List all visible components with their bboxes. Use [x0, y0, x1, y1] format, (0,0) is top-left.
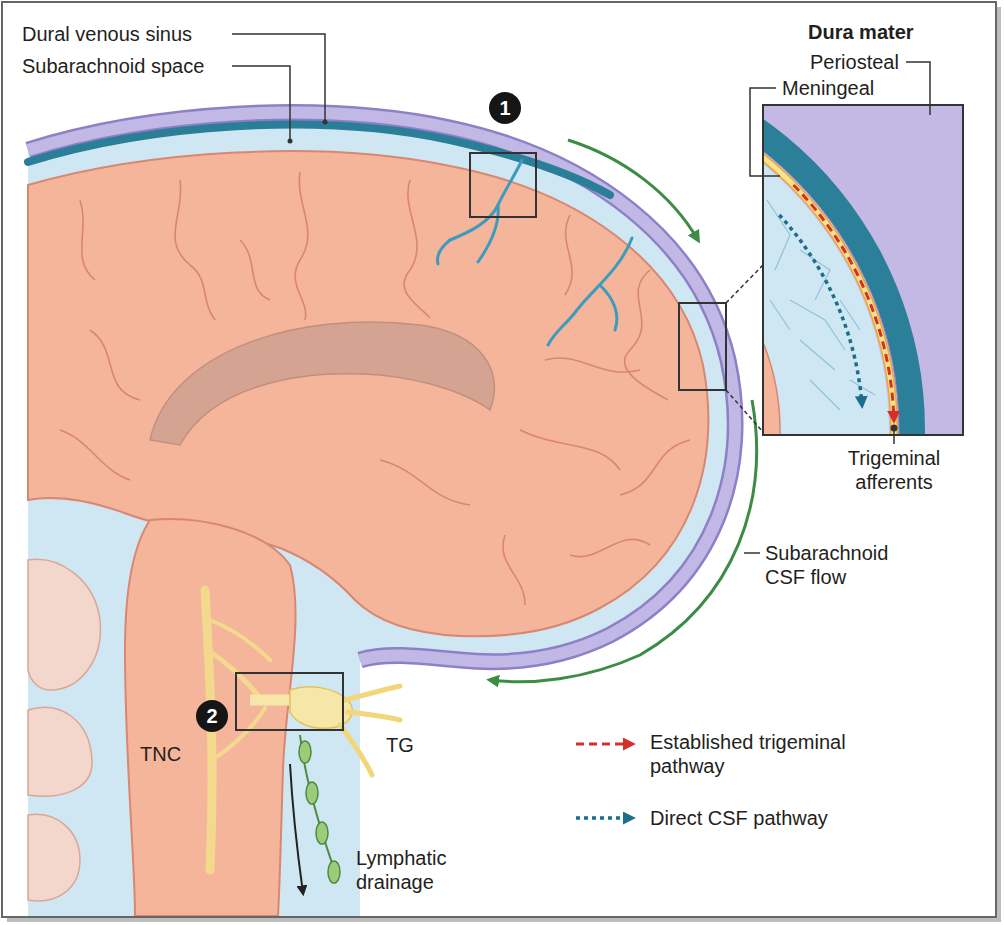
part-label: Trigeminal afferents: [828, 446, 960, 494]
lymph-node: [299, 741, 311, 763]
sulcus: [565, 215, 572, 295]
sulcus: [570, 539, 650, 556]
trigeminal-afferent: [763, 105, 894, 435]
trigeminal-root: [250, 695, 292, 706]
leader-line: [906, 62, 930, 115]
sulcus: [380, 460, 470, 505]
cerebellum-lobe: [28, 707, 92, 796]
dura-inset: [763, 105, 963, 435]
corpus-callosum: [150, 322, 494, 445]
trabecula: [790, 300, 845, 350]
lymphatic-vessel: [300, 735, 338, 880]
callout-text: 1: [499, 97, 510, 119]
frame-ground: [2, 2, 996, 917]
leader-line: [232, 34, 325, 122]
part-label: TG: [386, 733, 414, 757]
inset-frame: [763, 105, 963, 435]
lymph-node: [306, 782, 318, 804]
trigeminal-branches: [340, 686, 400, 775]
legend-sample: [576, 743, 632, 746]
trabecula: [800, 250, 830, 300]
lymph-node: [328, 861, 340, 883]
sulcus: [620, 440, 690, 495]
nerve-branch: [345, 686, 400, 700]
sulcus: [175, 180, 215, 320]
nerve-branch: [340, 725, 372, 775]
trabecula: [770, 300, 790, 330]
zoom-line: [726, 390, 763, 432]
part-label: Lymphatic drainage: [356, 846, 466, 894]
nerve-branch: [348, 712, 400, 720]
vessels: [438, 160, 633, 345]
leader-line: [232, 66, 290, 141]
trigeminal-afferent: [763, 105, 894, 435]
sulcus: [545, 358, 640, 372]
sulcus: [625, 270, 668, 400]
vessel: [450, 160, 522, 240]
leader-line: [750, 88, 780, 176]
part-label: Meningeal: [782, 76, 874, 100]
cerebrum: [28, 151, 708, 636]
leader-dot: [288, 139, 293, 144]
sulcus: [60, 430, 130, 480]
part-label: Periosteal: [810, 50, 899, 74]
gyri: [60, 172, 690, 605]
sulcus: [404, 180, 430, 318]
sulcus: [240, 240, 270, 300]
frame-border: [2, 2, 996, 917]
trabecula: [800, 340, 835, 370]
brain-surface: [763, 195, 780, 435]
leader-dot: [323, 120, 328, 125]
callout-number: 2: [196, 700, 228, 732]
callout-number: 1: [489, 92, 521, 124]
zoom-box: [679, 303, 726, 390]
flow-arrow: [490, 400, 757, 682]
csf-pathway: [779, 215, 862, 405]
flow-label: Subarachnoid CSF flow: [765, 541, 905, 589]
leader-line: [744, 552, 760, 554]
inset-heading: Dura mater: [808, 20, 914, 44]
legend-text: Established trigeminal pathway: [650, 730, 872, 778]
cerebellum-lobe: [28, 559, 100, 690]
trabecula: [767, 200, 790, 270]
sulcus: [295, 172, 308, 320]
lymph-node: [316, 822, 328, 844]
sulcus: [90, 330, 140, 400]
trabecula: [840, 300, 860, 330]
cerebellum-lobe: [28, 814, 80, 901]
part-label: TNC: [140, 742, 181, 766]
sinus-layer: [763, 105, 925, 435]
nucleus-branch: [210, 620, 270, 660]
legend-sample: [576, 816, 632, 820]
part-label: Subarachnoid space: [22, 54, 204, 78]
zoom-line: [726, 265, 763, 303]
sulcus: [520, 430, 620, 470]
part-label: Dural venous sinus: [22, 22, 192, 46]
subarachnoid-layer: [763, 105, 889, 435]
vessel: [600, 285, 617, 330]
vessel: [478, 205, 498, 262]
callout-text: 2: [206, 705, 217, 727]
drainage-arrow: [290, 764, 303, 893]
trabecula: [810, 380, 840, 410]
meningeal-layer: [763, 105, 899, 435]
leaders: [232, 34, 930, 553]
vessel: [548, 238, 632, 345]
callout-box: [470, 153, 536, 217]
callout-box: [236, 673, 343, 730]
trabeculae: [767, 200, 875, 410]
trigeminal-pathway: [794, 185, 894, 420]
subarachnoid-space: [28, 113, 735, 916]
sulcus: [80, 200, 95, 280]
leader-dot: [891, 425, 898, 432]
flow-arrow: [568, 140, 698, 240]
legend-text: Direct CSF pathway: [650, 806, 872, 830]
trabecula: [850, 380, 875, 395]
sulcus: [503, 535, 525, 605]
brainstem: [125, 519, 296, 916]
vessel: [438, 240, 451, 264]
